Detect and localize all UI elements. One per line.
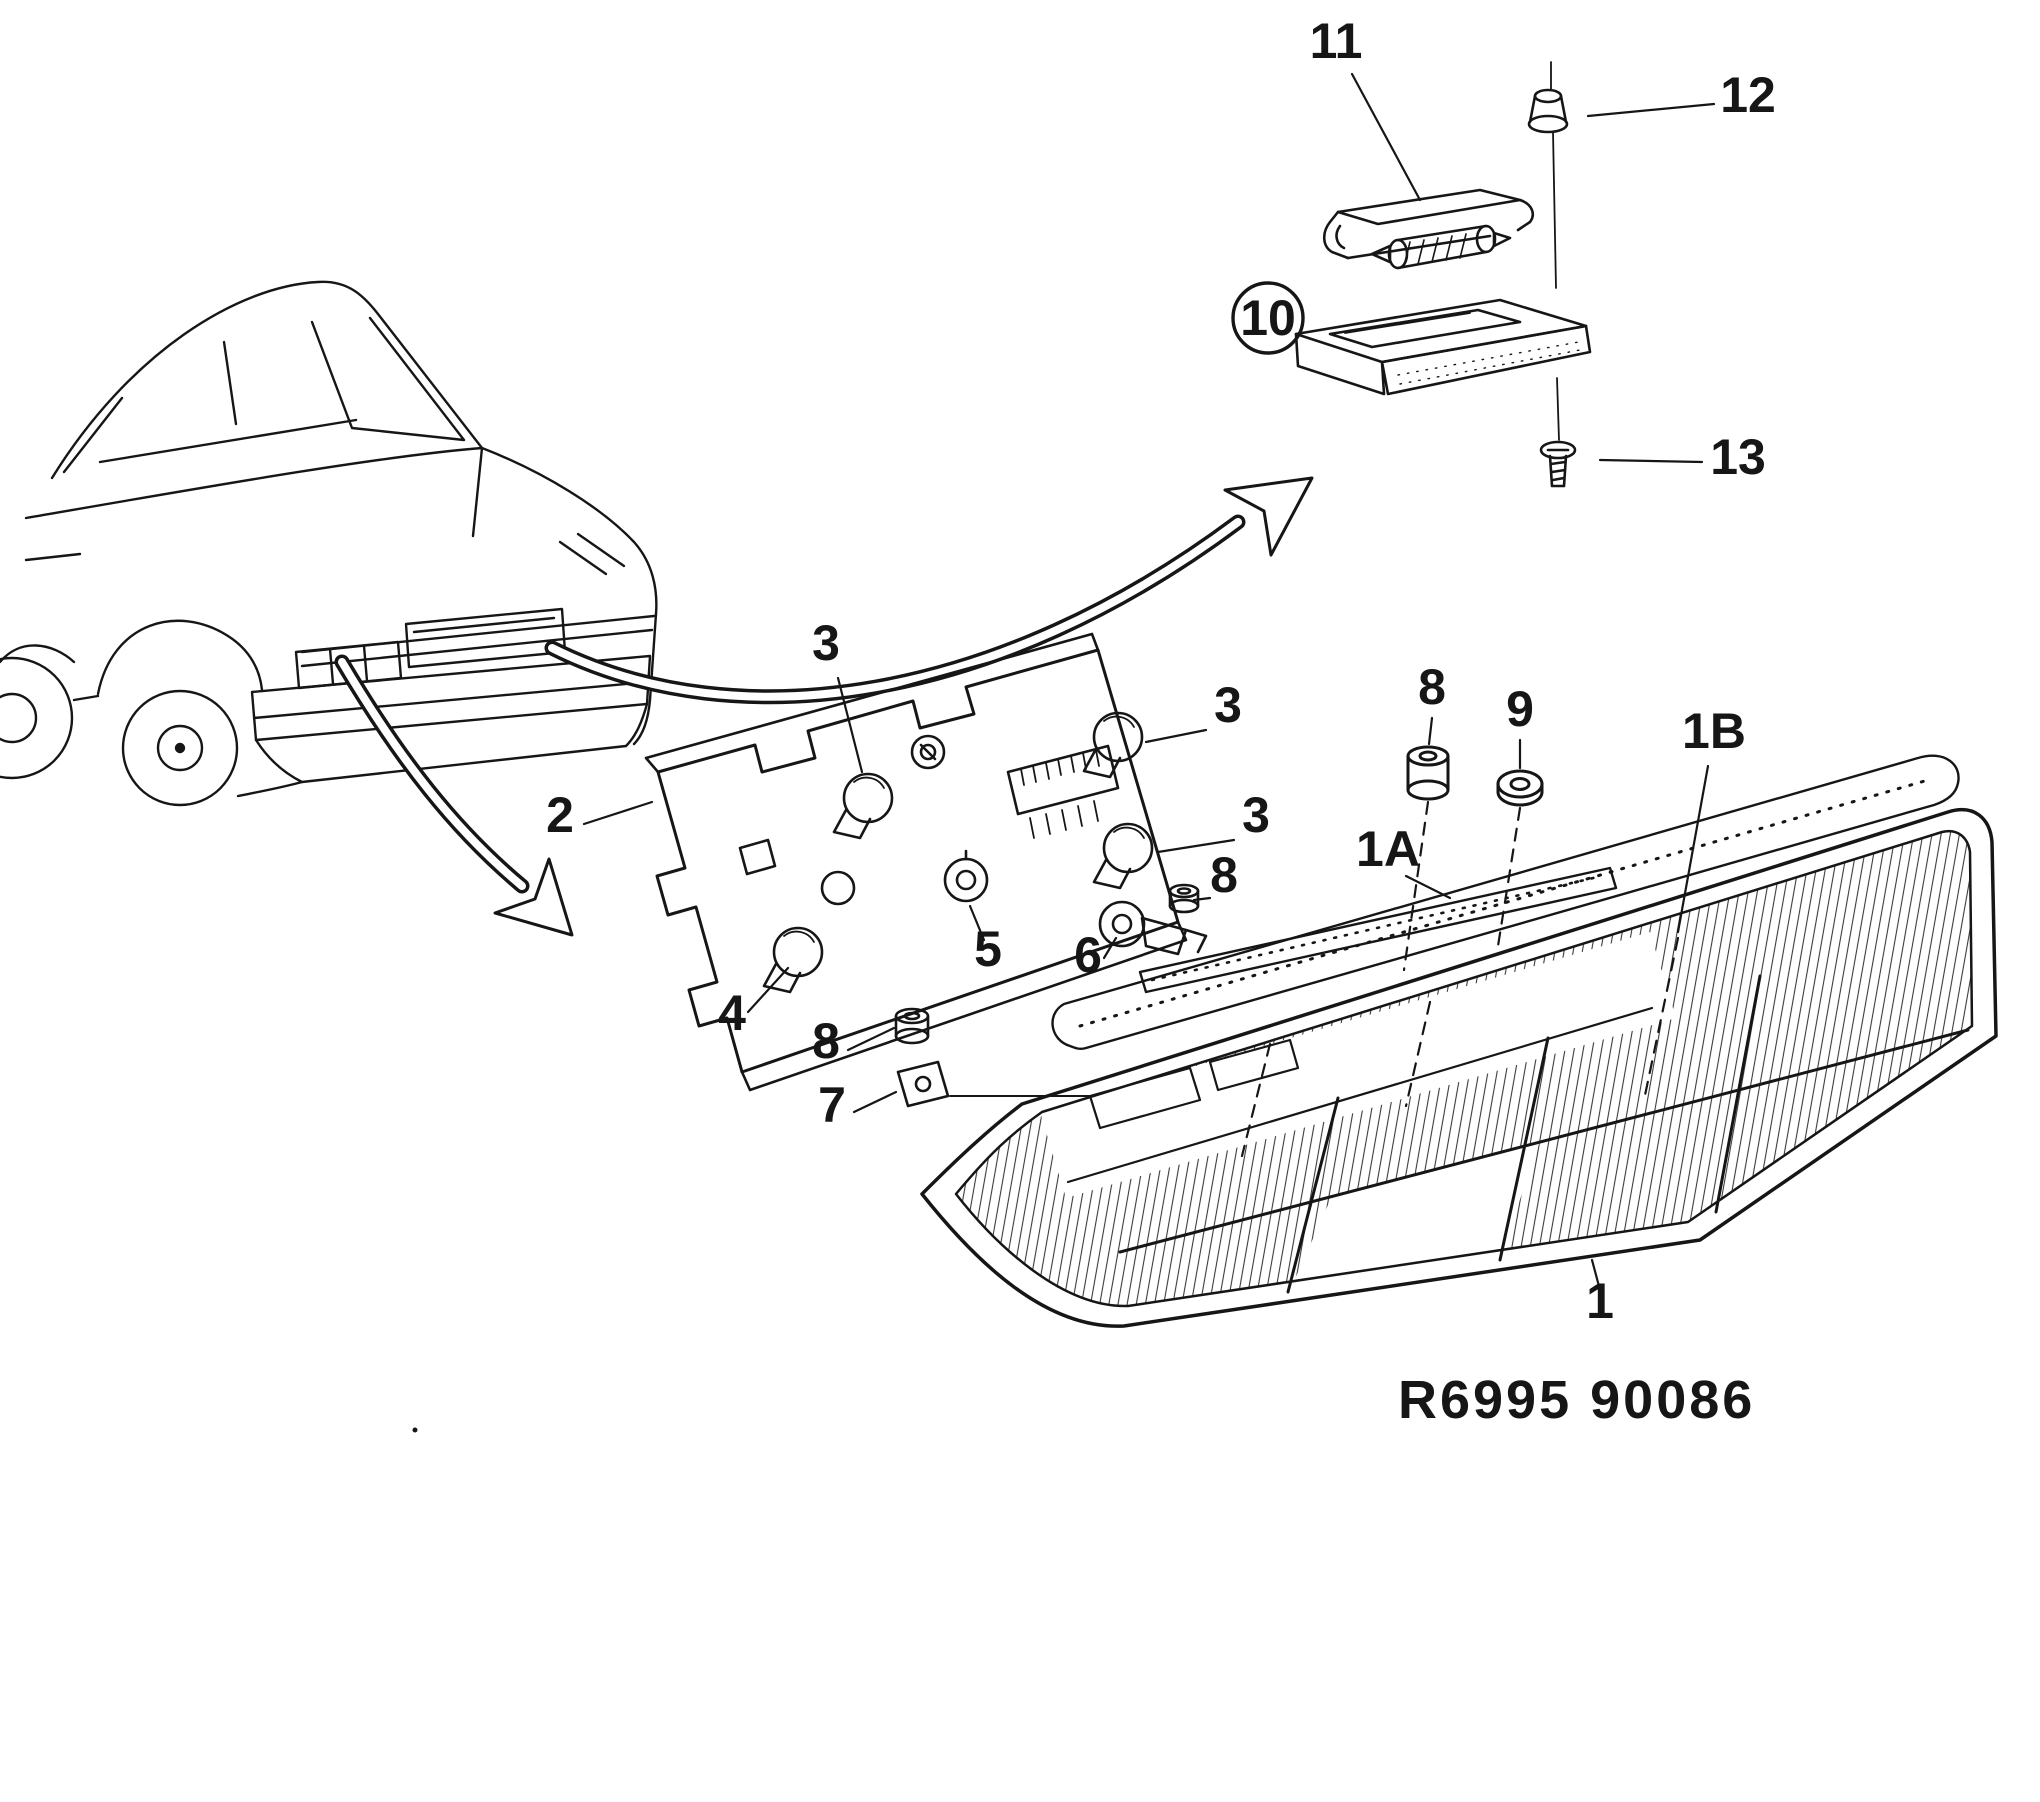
callout-5: 5 xyxy=(974,921,1002,977)
leader-3-upper-right xyxy=(1144,728,1208,744)
connector-strip xyxy=(1006,744,1120,839)
car-bumper xyxy=(250,654,652,742)
print-dot xyxy=(412,1427,418,1433)
festoon-bulb-11 xyxy=(1370,224,1512,270)
leader-7 xyxy=(852,1090,898,1114)
callout-8-panel: 8 xyxy=(1210,847,1238,903)
socket-5 xyxy=(943,849,989,903)
leader-1a xyxy=(1404,874,1452,900)
leader-8-grommet xyxy=(846,1026,896,1052)
panel-back-plate xyxy=(644,632,1100,774)
housing-bracket-b xyxy=(1208,1038,1300,1092)
housing-bracket-a xyxy=(1088,1066,1202,1130)
callout-3-top: 3 xyxy=(812,615,840,671)
screw-13 xyxy=(1539,440,1577,488)
cap-nut-12 xyxy=(1527,88,1569,134)
lens-outer-outline xyxy=(920,808,1998,1328)
leader-5 xyxy=(968,904,986,942)
callout-9: 9 xyxy=(1506,681,1534,737)
leader-6 xyxy=(1102,936,1118,960)
grommet-8-panel xyxy=(1168,883,1200,914)
callout-1: 1 xyxy=(1586,1273,1614,1329)
callout-7: 7 xyxy=(818,1077,846,1133)
license-plate-lamp-assembly xyxy=(1231,61,1592,488)
lens-column-dividers xyxy=(1286,974,1762,1294)
rear-wheel xyxy=(121,689,239,807)
callout-3-upper-right: 3 xyxy=(1214,677,1242,733)
leader-2 xyxy=(582,800,654,826)
callout-10-circle xyxy=(1231,281,1305,355)
callout-10: 10 xyxy=(1240,290,1296,346)
lens-inner-frame xyxy=(954,829,1974,1308)
callout-8-lens: 8 xyxy=(1418,659,1446,715)
callout-8-grommet: 8 xyxy=(812,1013,840,1069)
bulb-socket-6 xyxy=(1098,900,1208,956)
mounting-axis-line xyxy=(1550,61,1560,441)
washer-9 xyxy=(1496,769,1544,807)
leader-1 xyxy=(1590,1258,1602,1292)
bulb-3-lower-right xyxy=(1092,822,1154,890)
lens-row-divider xyxy=(1118,1028,1970,1254)
arrowhead xyxy=(1223,476,1314,557)
leader-8-panel xyxy=(1192,896,1212,902)
callout-12: 12 xyxy=(1720,67,1776,123)
panel-thickness xyxy=(740,920,1188,1092)
arrow-to-tail-lamp-parts xyxy=(334,654,574,937)
bulb-holder-bracket-11 xyxy=(1322,188,1534,260)
bulb-4 xyxy=(762,926,824,994)
leader-1b xyxy=(1676,764,1710,934)
bulb-holder-panel xyxy=(644,632,1208,1108)
leader-13 xyxy=(1598,458,1704,464)
tail-light-assembly xyxy=(920,745,1998,1328)
arrow-to-license-lamp xyxy=(544,476,1314,705)
housing-shelf xyxy=(1066,1006,1654,1184)
callout-2: 2 xyxy=(546,787,574,843)
arrowhead xyxy=(493,857,574,937)
callout-13: 13 xyxy=(1710,429,1766,485)
callout-6: 6 xyxy=(1074,927,1102,983)
lamp-base-10 xyxy=(1294,298,1592,396)
bulb-3-upper-right xyxy=(1082,711,1144,779)
front-wheel xyxy=(0,656,74,780)
leader-11 xyxy=(1350,72,1422,202)
callout-1a: 1A xyxy=(1356,821,1420,877)
clip-7 xyxy=(896,1060,1113,1108)
callout-labels: 11 12 13 10 3 3 3 2 4 5 6 8 8 7 8 9 1B 1… xyxy=(546,13,1776,1430)
grommet-8-below xyxy=(894,1007,930,1045)
leader-12 xyxy=(1586,102,1716,118)
callout-leader-lines xyxy=(582,72,1716,1292)
callout-3-lower-right: 3 xyxy=(1242,787,1270,843)
leader-3-top xyxy=(836,676,864,774)
leader-8-lens xyxy=(1427,716,1434,746)
callout-4: 4 xyxy=(718,985,746,1041)
trim-strip-1a xyxy=(1138,866,1618,994)
grommet-8-lens xyxy=(1406,745,1450,801)
drawing-reference-number: R6995 90086 xyxy=(1398,1370,1755,1430)
leader-3-lower-right xyxy=(1156,838,1236,854)
bulb-3-center xyxy=(832,772,894,840)
car-outline xyxy=(0,280,658,807)
callout-1b: 1B xyxy=(1682,703,1746,759)
panel-socket-hole xyxy=(820,870,856,906)
panel-hole xyxy=(738,838,777,876)
panel-fastener xyxy=(910,734,946,770)
housing-interior xyxy=(1040,932,1676,1198)
gasket-1b xyxy=(1051,754,1960,1051)
callout-11: 11 xyxy=(1310,13,1363,69)
leader-4 xyxy=(746,966,790,1014)
